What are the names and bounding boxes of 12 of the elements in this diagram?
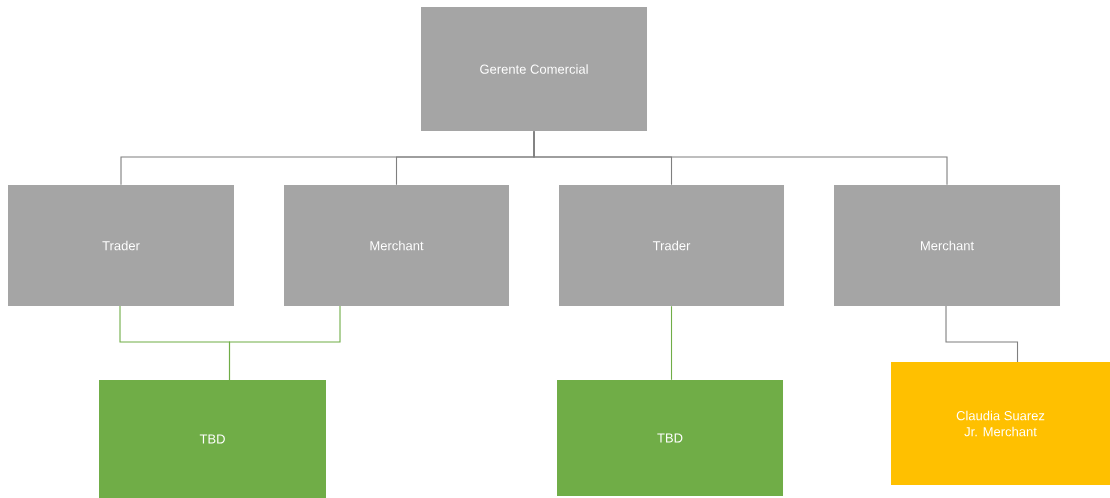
connector-line [945, 305, 1019, 363]
connector-line [670, 305, 673, 381]
position-box: TBD [99, 380, 326, 498]
connector-line [228, 305, 341, 381]
position-box: Merchant [284, 185, 509, 306]
position-box: Merchant [834, 185, 1060, 306]
position-box: Claudia Suarez Jr. Merchant [891, 362, 1110, 485]
position-box: Gerente Comercial [421, 7, 647, 131]
position-box: Trader [559, 185, 784, 306]
position-box: TBD [557, 380, 783, 496]
connector-line [533, 130, 948, 186]
position-box: Trader [8, 185, 234, 306]
